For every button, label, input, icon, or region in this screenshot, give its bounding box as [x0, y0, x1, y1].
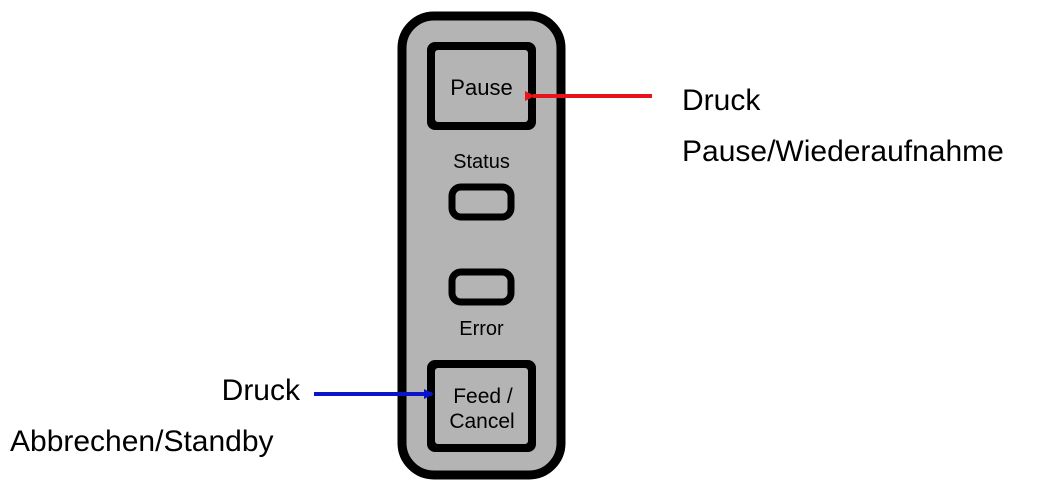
- pause-button[interactable]: Pause: [427, 42, 536, 130]
- feed-callout-line1: Druck: [221, 374, 300, 407]
- feed-callout-line2: Abbrechen/Standby: [10, 425, 274, 458]
- status-led-label: Status: [453, 151, 510, 173]
- feed-button-label-line2: Cancel: [449, 410, 514, 433]
- pause-callout-line2: Pause/Wiederaufnahme: [682, 135, 1004, 168]
- status-led: [448, 183, 515, 221]
- feed-cancel-button[interactable]: Feed / Cancel: [427, 360, 536, 452]
- error-led-label: Error: [459, 318, 504, 340]
- feed-button-label-line1: Feed /: [453, 385, 513, 408]
- error-led: [448, 268, 515, 306]
- pause-callout-line1: Druck: [682, 84, 761, 117]
- pause-button-label: Pause: [450, 75, 512, 100]
